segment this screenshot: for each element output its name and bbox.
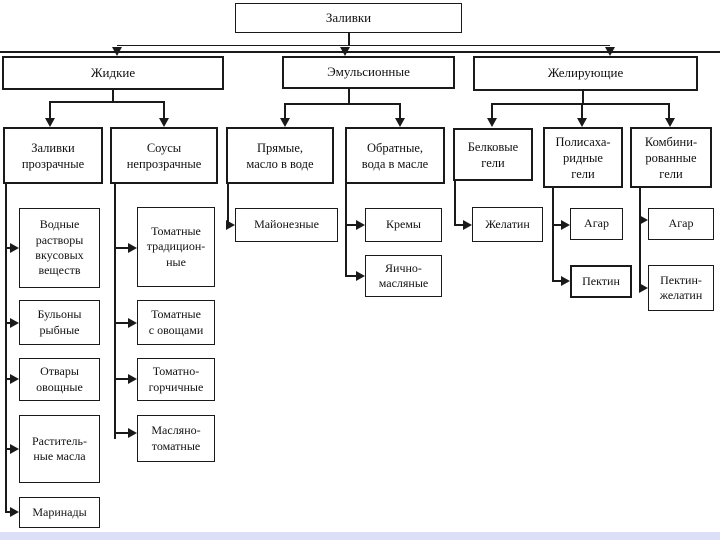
- connector-arrow: [112, 47, 122, 56]
- connector-arrow: [10, 374, 19, 384]
- connector-arrow: [356, 220, 365, 230]
- connector-arrow: [395, 118, 405, 127]
- connector-line: [114, 184, 116, 439]
- node-kombinirovannye-geli: Комбини- рованные гели: [630, 127, 712, 188]
- node-kremy: Кремы: [365, 208, 442, 242]
- connector-arrow: [561, 220, 570, 230]
- connector-line: [345, 275, 357, 277]
- node-zhidkie: Жидкие: [2, 56, 224, 90]
- connector-arrow: [639, 215, 648, 225]
- node-zhelatin: Желатин: [472, 207, 543, 242]
- connector-arrow: [605, 47, 615, 56]
- connector-line: [552, 280, 562, 282]
- node-zheliruyushchie: Желирующие: [473, 56, 698, 91]
- connector-line: [552, 224, 562, 226]
- connector-line: [5, 247, 11, 249]
- connector-arrow: [639, 283, 648, 293]
- node-majoneznye: Майонезные: [235, 208, 338, 242]
- connector-arrow: [128, 428, 137, 438]
- connector-line: [668, 103, 670, 119]
- connector-arrow: [128, 374, 137, 384]
- connector-arrow: [665, 118, 675, 127]
- connector-arrow: [487, 118, 497, 127]
- node-polisaharidnye-geli: Полисаха- ридные гели: [543, 127, 623, 188]
- connector-arrow: [226, 220, 235, 230]
- connector-line: [112, 89, 114, 102]
- node-tomatno-gorchichnye: Томатно- горчичные: [137, 358, 215, 401]
- connector-line: [582, 91, 584, 104]
- connector-line: [639, 186, 641, 289]
- connector-line: [348, 89, 350, 104]
- node-pektin-zhelatin: Пектин- желатин: [648, 265, 714, 311]
- connector-arrow: [159, 118, 169, 127]
- node-zalivki-prozrachnye: Заливки прозрачные: [3, 127, 103, 184]
- node-otvary-ovoshchnye: Отвары овощные: [19, 358, 100, 401]
- connector-arrow: [10, 318, 19, 328]
- connector-arrow: [577, 118, 587, 127]
- connector-line: [5, 184, 7, 513]
- connector-arrow: [356, 271, 365, 281]
- slide-footer-band: [0, 532, 720, 540]
- connector-line: [49, 101, 51, 119]
- connector-arrow: [128, 243, 137, 253]
- node-rastitelnye-masla: Раститель- ные масла: [19, 415, 100, 483]
- connector-line: [345, 184, 347, 277]
- connector-arrow: [463, 220, 472, 230]
- connector-arrow: [45, 118, 55, 127]
- node-bulony-rybnye: Бульоны рыбные: [19, 300, 100, 345]
- connector-line: [581, 103, 583, 119]
- connector-line: [5, 448, 11, 450]
- connector-arrow: [10, 444, 19, 454]
- connector-line: [491, 103, 493, 119]
- connector-line: [345, 224, 357, 226]
- connector-line: [114, 322, 129, 324]
- connector-line: [227, 184, 229, 225]
- node-tomatnye-s-ovoshchami: Томатные с овощами: [137, 300, 215, 345]
- connector-line: [117, 45, 610, 46]
- node-emulsionnye: Эмульсионные: [282, 56, 455, 89]
- connector-line: [5, 322, 11, 324]
- node-zalivki: Заливки: [235, 3, 462, 33]
- node-maslyano-tomatnye: Масляно- томатные: [137, 415, 215, 462]
- connector-line: [5, 511, 11, 513]
- connector-line: [454, 181, 456, 226]
- node-agar-polisaharidnye: Агар: [570, 208, 623, 240]
- node-tomatnye-tradicionnye: Томатные традицион- ные: [137, 207, 215, 287]
- connector-line: [50, 101, 165, 103]
- node-belkovye-geli: Белковые гели: [453, 128, 533, 181]
- connector-line: [552, 186, 554, 282]
- connector-arrow: [280, 118, 290, 127]
- node-sousy-neprozrachnye: Соусы непрозрачные: [110, 127, 218, 184]
- connector-line: [114, 247, 129, 249]
- connector-line: [454, 224, 464, 226]
- connector-arrow: [340, 47, 350, 56]
- node-marinady: Маринады: [19, 497, 100, 528]
- connector-line: [163, 101, 165, 119]
- connector-line: [285, 103, 401, 105]
- connector-line: [114, 378, 129, 380]
- connector-line: [399, 103, 401, 119]
- connector-arrow: [10, 243, 19, 253]
- node-yaichno-maslyanye: Яично- масляные: [365, 255, 442, 297]
- node-obratnye-voda-v-masle: Обратные, вода в масле: [345, 127, 445, 184]
- connector-line: [5, 378, 11, 380]
- connector-line: [348, 33, 350, 46]
- connector-arrow: [561, 276, 570, 286]
- node-pryamye-maslo-v-vode: Прямые, масло в воде: [226, 127, 334, 184]
- connector-line: [114, 432, 129, 434]
- connector-line: [284, 103, 286, 119]
- connector-arrow: [10, 507, 19, 517]
- node-pektin: Пектин: [570, 265, 632, 298]
- connector-arrow: [128, 318, 137, 328]
- node-vodnye-rastvory: Водные растворы вкусовых веществ: [19, 208, 100, 288]
- connector-line: [0, 51, 720, 53]
- node-agar-kombinirovannye: Агар: [648, 208, 714, 240]
